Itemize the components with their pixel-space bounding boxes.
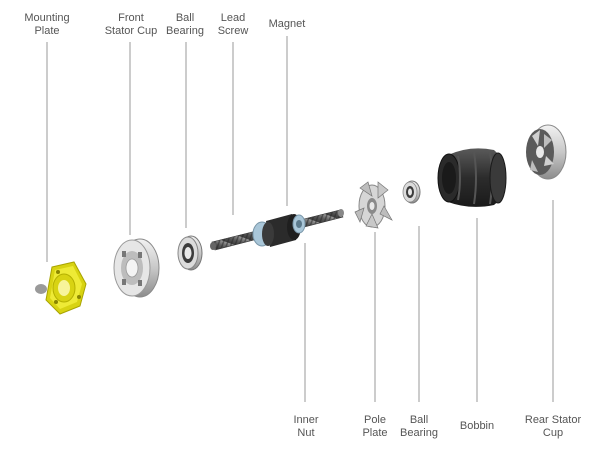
label-inner-nut-line2: Nut (297, 427, 315, 439)
label-ball-bearing-rear: Ball Bearing (400, 414, 438, 440)
magnet-part (252, 214, 306, 247)
mounting-plate-part (35, 261, 87, 315)
ball-bearing-front-part (177, 235, 203, 271)
front-stator-cup-part (113, 238, 160, 298)
label-ball-bearing-front-line1: Ball (175, 12, 195, 24)
label-bobbin-line1: Bobbin (459, 420, 495, 432)
label-ball-bearing-rear-line1: Ball (409, 414, 429, 426)
label-magnet-line1: Magnet (268, 18, 306, 30)
label-lead-screw-line2: Screw (217, 25, 249, 37)
label-lead-screw-line1: Lead (220, 12, 246, 24)
label-mounting-plate-line2: Plate (34, 25, 60, 37)
bobbin-part (437, 148, 507, 207)
label-rear-stator-cup: Rear Stator Cup (525, 414, 581, 440)
label-magnet: Magnet (269, 18, 306, 31)
label-rear-stator-cup-line2: Cup (542, 427, 564, 439)
label-pole-plate: Pole Plate (362, 414, 387, 440)
label-ball-bearing-front: Ball Bearing (166, 12, 204, 38)
label-mounting-plate-line1: Mounting (24, 12, 70, 24)
ball-bearing-rear-part (402, 180, 421, 204)
label-front-stator-cup-line1: Front (118, 12, 144, 24)
label-pole-plate-line2: Plate (362, 427, 388, 439)
label-ball-bearing-front-line2: Bearing (166, 25, 204, 37)
label-front-stator-cup-line2: Stator Cup (104, 25, 158, 37)
label-mounting-plate: Mounting Plate (24, 12, 69, 38)
leader-lines (46, 36, 554, 402)
label-inner-nut-line1: Inner (293, 414, 319, 426)
label-rear-stator-cup-line1: Rear Stator (524, 414, 582, 426)
label-lead-screw: Lead Screw (218, 12, 249, 38)
label-ball-bearing-rear-line2: Bearing (400, 427, 438, 439)
label-inner-nut: Inner Nut (293, 414, 318, 440)
label-front-stator-cup: Front Stator Cup (105, 12, 158, 38)
rear-stator-cup-part (526, 124, 567, 180)
pole-plate-part (354, 181, 393, 229)
label-bobbin: Bobbin (460, 420, 494, 433)
label-pole-plate-line1: Pole (363, 414, 387, 426)
